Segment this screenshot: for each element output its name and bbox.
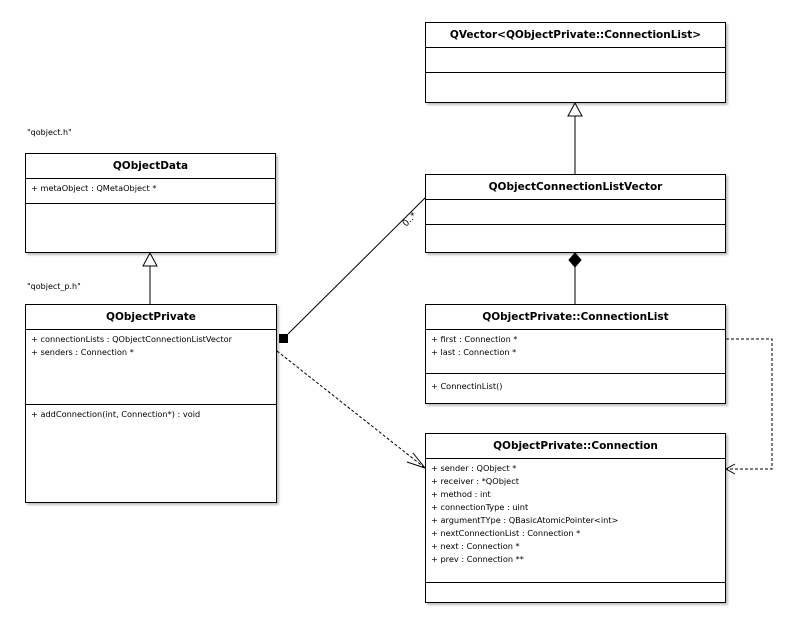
generalization-arrowhead-qobjectdata — [142, 251, 158, 267]
class-connectionlist[interactable]: QObjectPrivate::ConnectionList + first :… — [425, 304, 726, 404]
operations-section — [426, 583, 725, 602]
attribute-row: + metaObject : QMetaObject * — [31, 183, 157, 193]
operations-section — [26, 204, 275, 252]
attributes-section: + metaObject : QMetaObject * — [26, 179, 275, 204]
class-name: QObjectPrivate — [26, 305, 276, 330]
attribute-row: + first : Connection * — [431, 334, 518, 344]
class-name: QObjectData — [26, 154, 275, 179]
class-name: QObjectPrivate::Connection — [426, 434, 725, 459]
dependency-line-qobjectprivate-connection — [276, 350, 426, 469]
dependency-line-connectionlist-connection — [726, 338, 773, 470]
class-qobjectconnectionlistvector[interactable]: QObjectConnectionListVector — [425, 174, 726, 253]
composition-diamond-connectionlistvector — [568, 252, 582, 268]
class-name: QVector<QObjectPrivate::ConnectionList> — [426, 23, 725, 48]
class-connection[interactable]: QObjectPrivate::Connection + sender : QO… — [425, 433, 726, 603]
operations-section — [426, 73, 725, 102]
attribute-row: + senders : Connection * — [31, 347, 134, 357]
attributes-section — [426, 48, 725, 73]
attributes-section: + first : Connection * + last : Connecti… — [426, 330, 725, 374]
attribute-row: + sender : QObject * — [431, 463, 517, 473]
class-qobjectdata[interactable]: QObjectData + metaObject : QMetaObject * — [25, 153, 276, 253]
attributes-section — [426, 200, 725, 225]
operation-row: + ConnectinList() — [431, 381, 503, 391]
generalization-arrowhead-qvector — [567, 101, 583, 117]
composition-line-connectionlists — [287, 196, 427, 335]
operation-row: + addConnection(int, Connection*) : void — [31, 409, 201, 419]
attribute-row: + nextConnectionList : Connection * — [431, 528, 581, 538]
attribute-row: + receiver : *QObject — [431, 476, 519, 486]
header-note-qobject-h: "qobject.h" — [27, 128, 72, 137]
attribute-row: + connectionType : uint — [431, 502, 529, 512]
header-note-qobject-p-h: "qobject_p.h" — [27, 282, 81, 291]
operations-section — [426, 225, 725, 252]
operations-section: + addConnection(int, Connection*) : void — [26, 405, 276, 502]
attribute-row: + method : int — [431, 489, 491, 499]
class-name: QObjectConnectionListVector — [426, 175, 725, 200]
composition-square-qobjectprivate — [279, 334, 288, 343]
class-name: QObjectPrivate::ConnectionList — [426, 305, 725, 330]
attributes-section: + connectionLists : QObjectConnectionLis… — [26, 330, 276, 405]
attribute-row: + next : Connection * — [431, 541, 520, 551]
operations-section: + ConnectinList() — [426, 374, 725, 403]
attribute-row: + connectionLists : QObjectConnectionLis… — [31, 334, 232, 344]
attributes-section: + sender : QObject * + receiver : *QObje… — [426, 459, 725, 583]
class-qvector[interactable]: QVector<QObjectPrivate::ConnectionList> — [425, 22, 726, 103]
dependency-arrowhead-connection-2 — [724, 463, 736, 475]
attribute-row: + prev : Connection ** — [431, 554, 524, 564]
class-qobjectprivate[interactable]: QObjectPrivate + connectionLists : QObje… — [25, 304, 277, 503]
attribute-row: + last : Connection * — [431, 347, 517, 357]
attribute-row: + argumentTYpe : QBasicAtomicPointer<int… — [431, 515, 619, 525]
